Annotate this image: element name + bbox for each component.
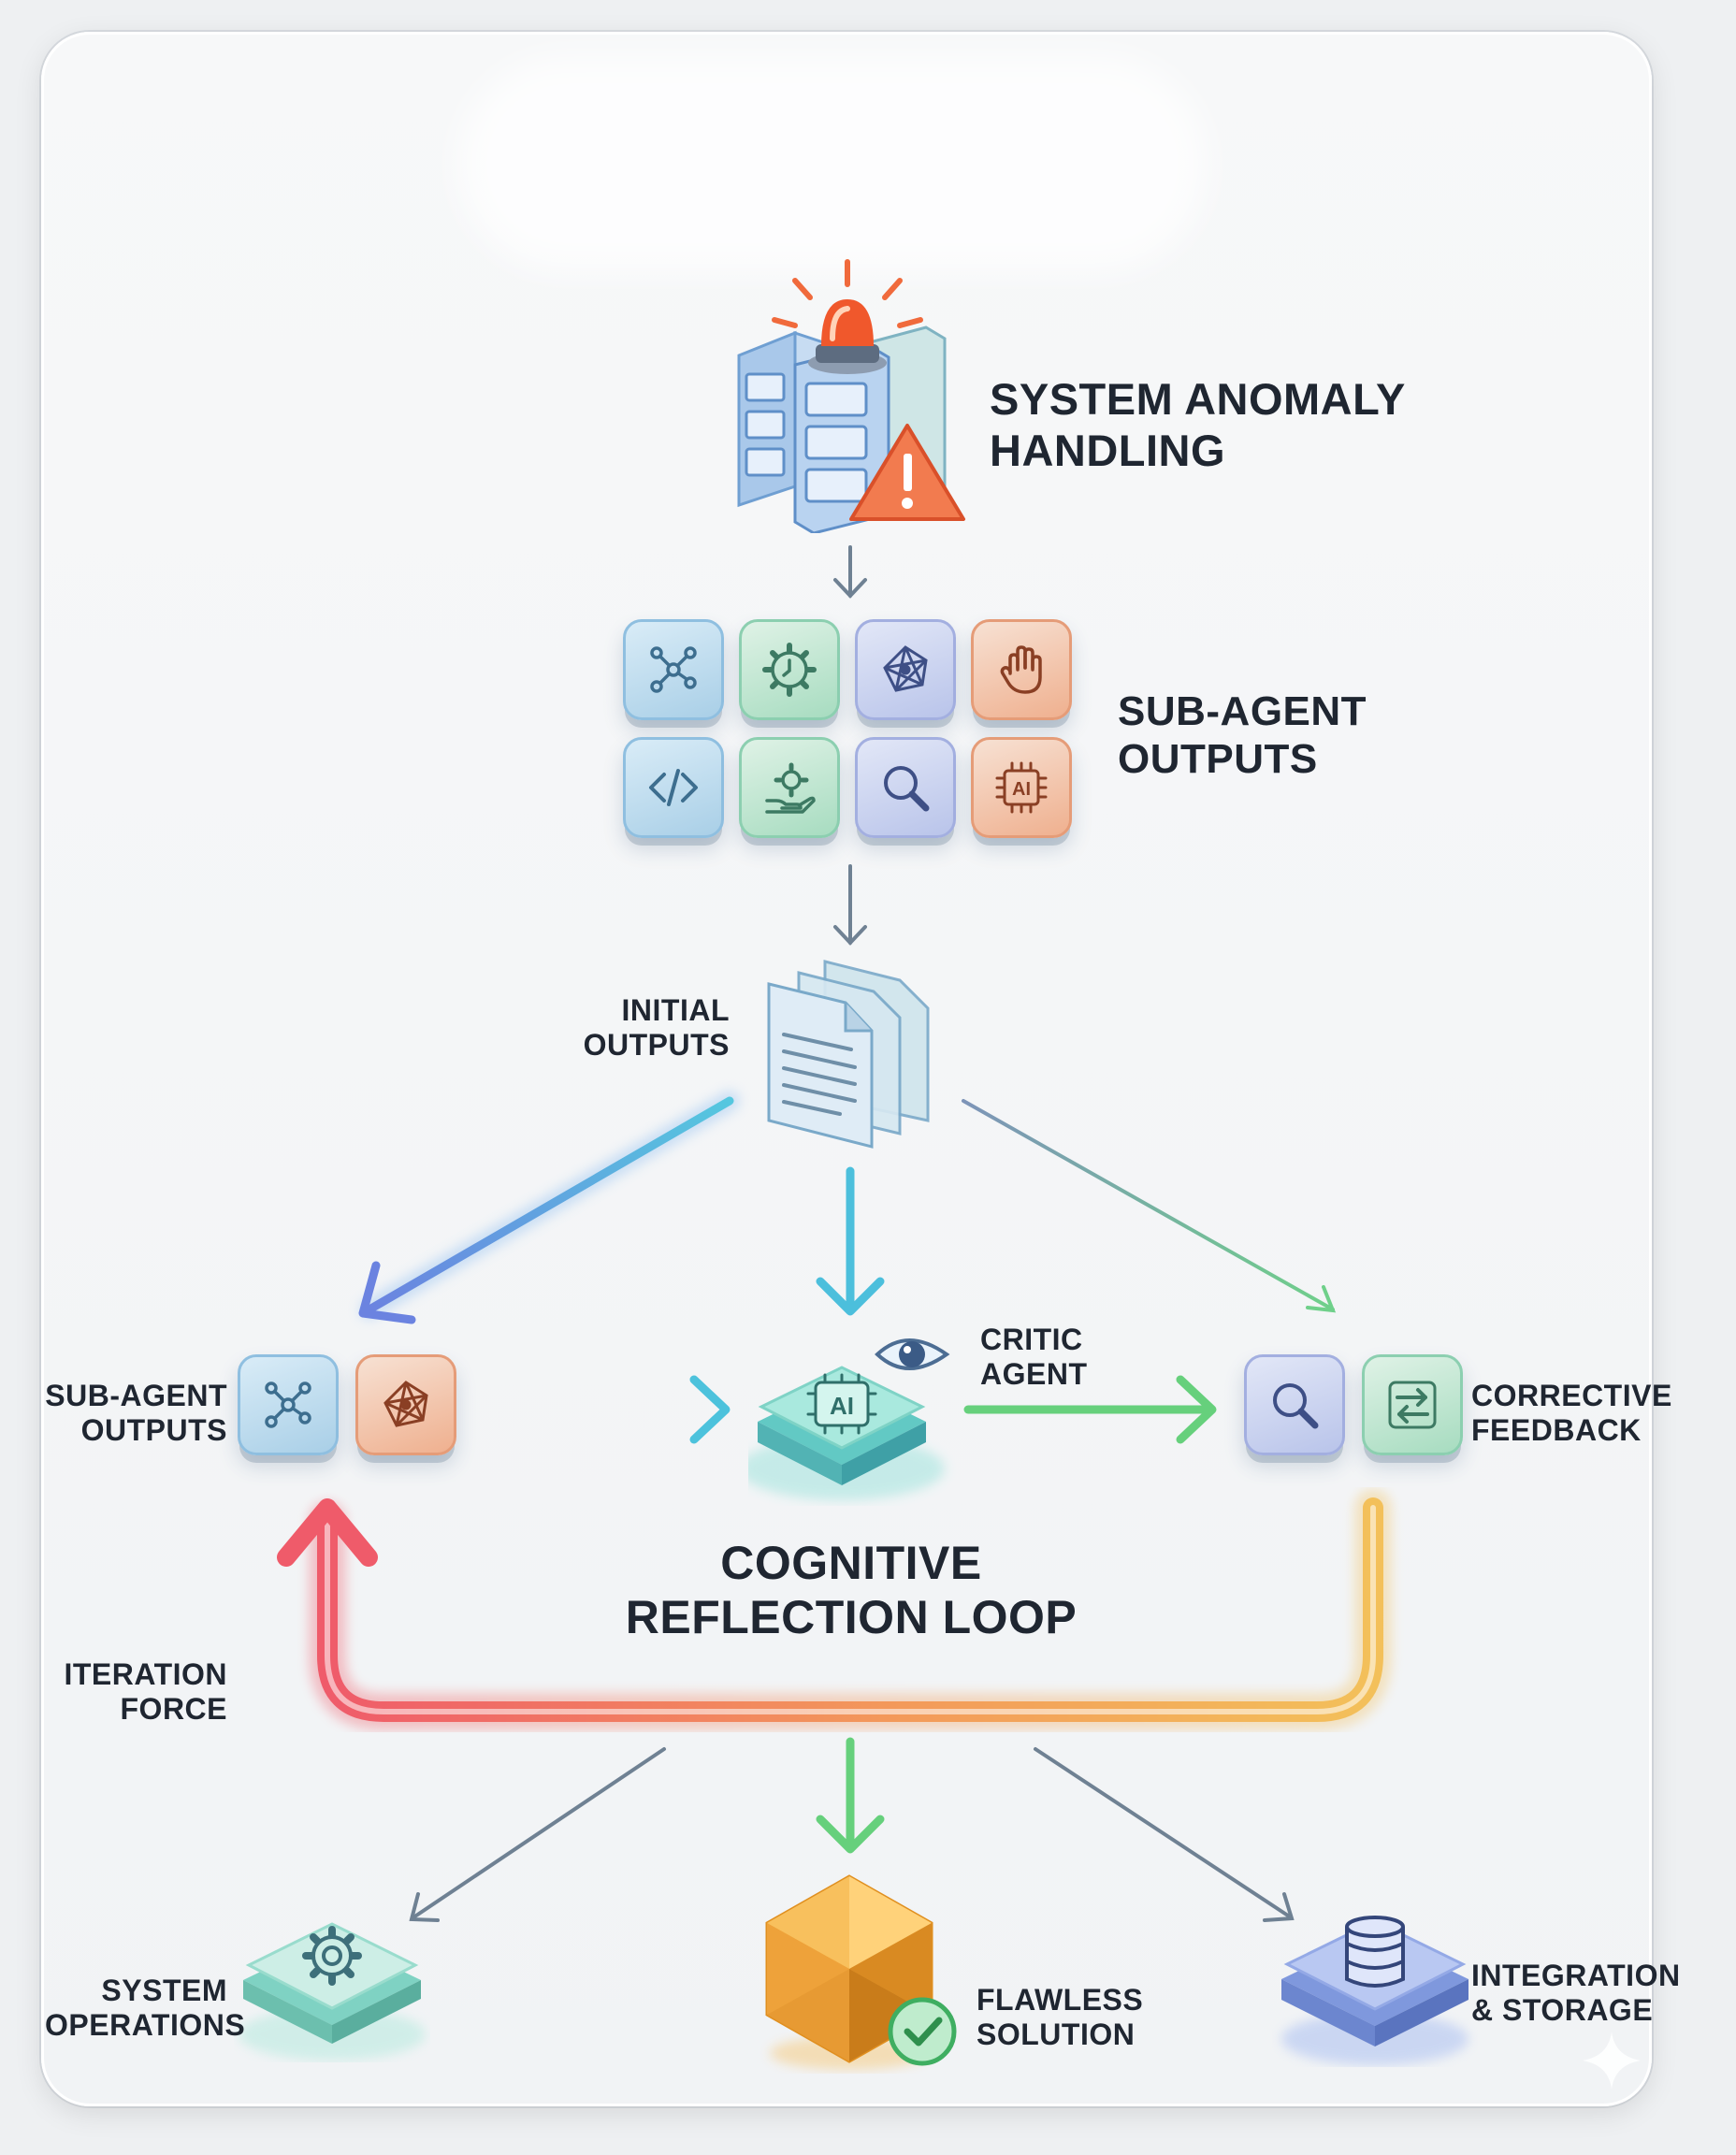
agent-tile-gear-clock[interactable] (739, 619, 840, 720)
integration-storage-label: INTEGRATION & STORAGE (1471, 1959, 1681, 2028)
arrow-title-to-grid (833, 545, 867, 599)
system-operations-label: SYSTEM OPERATIONS (45, 1974, 246, 2043)
loop-line-2: REFLECTION LOOP (625, 1591, 1078, 1643)
loop-agent-tile-mesh[interactable] (355, 1354, 456, 1455)
initial-outputs-line-1: INITIAL (621, 993, 730, 1027)
feedback-tile-swap[interactable] (1362, 1354, 1463, 1455)
server-alarm-icon (737, 259, 965, 535)
swap-arrows-icon (1388, 1381, 1437, 1429)
arrow-loop-to-storage (1034, 1747, 1295, 1922)
code-icon (649, 769, 698, 806)
sub-agent-top-line-1: SUB-AGENT (1118, 688, 1367, 734)
eye-icon (875, 1338, 950, 1370)
agent-tile-magnifier[interactable] (855, 737, 956, 838)
integration-storage-node[interactable] (1272, 1889, 1478, 2067)
initial-outputs-docs (760, 952, 937, 1149)
arrow-docs-to-critic (816, 1161, 885, 1320)
critic-agent-node[interactable]: AI (739, 1328, 963, 1506)
reflection-loop-arrow (277, 1489, 1392, 1730)
database-icon (1345, 1916, 1405, 1988)
sparkle-icon (1583, 2032, 1641, 2090)
corrective-feedback-line-2: FEEDBACK (1471, 1413, 1642, 1448)
arrow-loop-to-operations (409, 1747, 666, 1922)
agent-tile-gear-hand[interactable] (739, 737, 840, 838)
corrective-feedback-label: CORRECTIVE FEEDBACK (1471, 1379, 1672, 1448)
sub-agent-outputs-left-label: SUB-AGENT OUTPUTS (45, 1379, 227, 1448)
reflection-loop-label: COGNITIVE REFLECTION LOOP (571, 1536, 1132, 1644)
title-line-1: SYSTEM ANOMALY (990, 374, 1406, 424)
flawless-solution-node[interactable] (756, 1871, 971, 2076)
initial-outputs-line-2: OUTPUTS (583, 1028, 730, 1063)
system-operations-node[interactable] (234, 1894, 430, 2062)
arrow-loop-to-solution (816, 1731, 885, 1858)
gear-hand-icon (765, 762, 816, 814)
iteration-force-line-2: FORCE (120, 1692, 227, 1727)
critic-agent-label: CRITIC AGENT (980, 1323, 1088, 1392)
gear-clock-icon (762, 643, 817, 697)
title-line-2: HANDLING (990, 425, 1226, 475)
network-icon (650, 646, 697, 693)
flawless-solution-line-1: FLAWLESS (976, 1983, 1144, 2017)
magnifier-icon (1273, 1383, 1319, 1429)
critic-ai-text: AI (830, 1392, 854, 1420)
anomaly-server-node (730, 253, 973, 535)
integration-storage-line-1: INTEGRATION (1471, 1959, 1681, 1992)
sub-agent-outputs-top-label: SUB-AGENT OUTPUTS (1118, 687, 1367, 783)
flawless-solution-label: FLAWLESS SOLUTION (976, 1983, 1143, 2052)
mesh-icon (883, 645, 928, 692)
initial-outputs-label: INITIAL OUTPUTS (571, 993, 730, 1063)
agent-tile-mesh[interactable] (855, 619, 956, 720)
system-operations-line-2: OPERATIONS (45, 2008, 246, 2043)
critic-agent-line-1: CRITIC (980, 1323, 1083, 1356)
gem-check-icon (765, 1874, 957, 2070)
arrow-grid-to-docs (833, 864, 867, 946)
agent-tile-ai-chip[interactable]: AI (971, 737, 1072, 838)
agent-tile-code[interactable] (623, 737, 724, 838)
arrow-docs-to-subagents (358, 1091, 740, 1324)
flawless-solution-line-2: SOLUTION (976, 2018, 1136, 2052)
network-icon (265, 1381, 311, 1428)
critic-platform-icon: AI (739, 1338, 950, 1500)
feedback-tile-magnifier[interactable] (1244, 1354, 1345, 1455)
gear-platform-icon (239, 1922, 426, 2061)
iteration-force-line-1: ITERATION (64, 1657, 227, 1691)
agent-tile-network[interactable] (623, 619, 724, 720)
title-label: SYSTEM ANOMALY HANDLING (990, 374, 1406, 476)
iteration-force-label: ITERATION FORCE (45, 1657, 227, 1727)
arrow-subagents-to-critic (471, 1375, 735, 1444)
critic-agent-line-2: AGENT (980, 1357, 1088, 1392)
integration-storage-line-2: & STORAGE (1471, 1993, 1654, 2028)
top-glow (458, 56, 1207, 271)
arrow-critic-to-feedback (958, 1375, 1222, 1444)
arrow-docs-to-feedback (962, 1099, 1337, 1313)
database-platform-icon (1281, 1916, 1468, 2065)
hand-stop-icon (1000, 645, 1042, 694)
loop-agent-tile-network[interactable] (238, 1354, 339, 1455)
ai-chip-text: AI (1012, 779, 1031, 800)
gear-icon (302, 1926, 362, 1986)
sub-agent-left-line-1: SUB-AGENT (45, 1379, 227, 1412)
checkmark-icon (888, 1997, 957, 2066)
system-operations-line-1: SYSTEM (101, 1974, 227, 2007)
documents-stack-icon (767, 960, 930, 1149)
agent-tile-hand[interactable] (971, 619, 1072, 720)
loop-line-1: COGNITIVE (720, 1537, 982, 1589)
mesh-icon (383, 1381, 428, 1427)
corrective-feedback-line-1: CORRECTIVE (1471, 1379, 1672, 1412)
sub-agent-top-line-2: OUTPUTS (1118, 736, 1318, 783)
ai-chip-icon: AI (995, 761, 1048, 814)
sub-agent-left-line-2: OUTPUTS (80, 1413, 227, 1448)
magnifier-icon (884, 766, 930, 812)
